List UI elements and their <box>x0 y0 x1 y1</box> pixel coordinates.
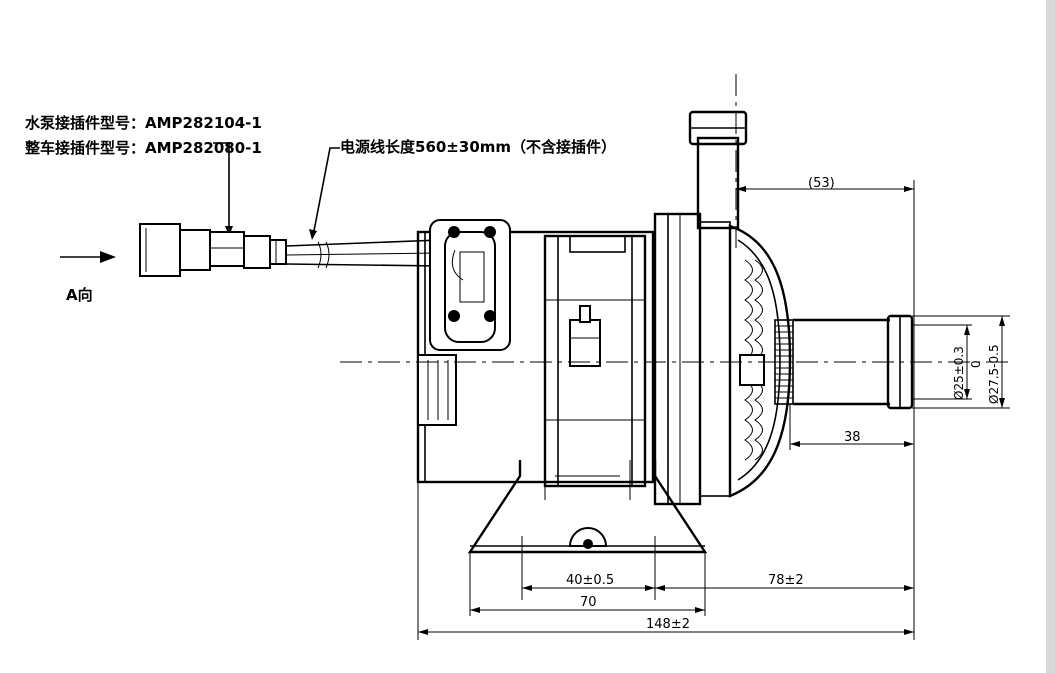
dim-bracket-width: 70 <box>580 595 597 610</box>
view-direction-arrow <box>60 251 116 263</box>
dim-outer-diameter: Ø27.5-0.5 <box>987 344 1001 404</box>
dim-overall-length: 148±2 <box>646 617 690 632</box>
power-cable-label: 电源线长度560±30mm（不含接插件） <box>340 138 616 156</box>
dim-outlet-offset: (53) <box>808 176 835 191</box>
dim-inner-diameter: Ø25±0.3 <box>952 346 966 400</box>
dim-bracket-hole-spacing: 40±0.5 <box>566 573 614 588</box>
dim-center-mark: 0 <box>969 360 983 368</box>
label-leaders <box>213 142 340 240</box>
view-direction-label: A向 <box>66 286 93 304</box>
vertical-scrollbar[interactable] <box>1046 0 1055 673</box>
power-cable <box>285 239 441 269</box>
vehicle-connector-label: 整车接插件型号：AMP282080-1 <box>25 139 262 157</box>
pump-connector-label: 水泵接插件型号：AMP282104-1 <box>25 114 262 132</box>
dim-center-to-outlet: 78±2 <box>768 573 804 588</box>
dim-outlet-length: 38 <box>844 430 861 445</box>
pump-connector <box>139 223 287 277</box>
dimension-lines <box>417 180 1010 640</box>
pump-body <box>340 74 1010 554</box>
